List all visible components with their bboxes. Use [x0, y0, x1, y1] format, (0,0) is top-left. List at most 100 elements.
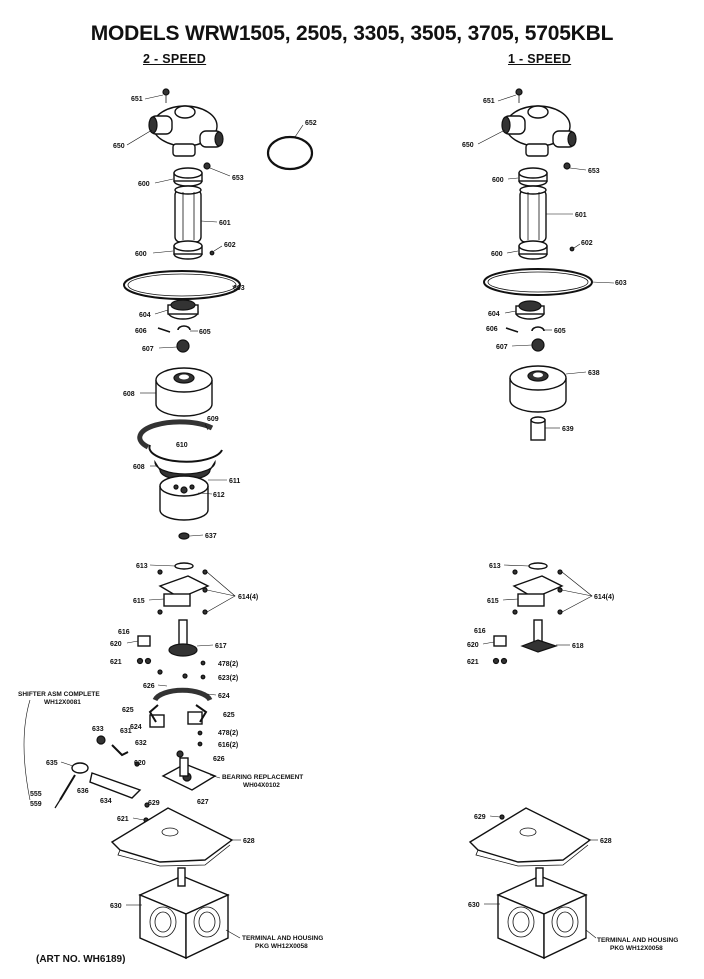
label-653-r: 653	[588, 168, 600, 175]
label-630: 630	[110, 903, 122, 910]
label-601: 601	[219, 220, 231, 227]
label-637: 637	[205, 533, 217, 540]
label-604: 604	[139, 312, 151, 319]
label-618-r: 618	[572, 643, 584, 650]
label-628-r: 628	[600, 838, 612, 845]
part-651-screw-r	[515, 88, 523, 103]
part-651-screw	[162, 88, 170, 103]
part-650-pump-r	[501, 105, 577, 157]
part-608-clutch-drum	[155, 367, 213, 417]
part-621-washer-a	[136, 657, 144, 665]
label-604-r: 604	[488, 311, 500, 318]
label-608-b: 608	[133, 464, 145, 471]
label-639-r: 639	[562, 426, 574, 433]
page-title: MODELS WRW1505, 2505, 3305, 3505, 3705, …	[90, 22, 614, 45]
part-613-615-bracket	[157, 562, 210, 615]
label-631: 631	[120, 728, 132, 735]
note-terminal-left-part: PKG WH12X0058	[255, 943, 308, 950]
part-621-washer-b	[144, 657, 152, 665]
part-478-616-dots	[176, 730, 203, 758]
label-620-r: 620	[467, 642, 479, 649]
part-602-screw-r	[569, 246, 575, 252]
part-601-hose-r	[519, 185, 547, 243]
part-603-belt-r	[483, 268, 593, 296]
label-616: 616	[118, 629, 130, 636]
label-630-r: 630	[468, 902, 480, 909]
label-609: 609	[207, 416, 219, 423]
label-606-r: 606	[486, 326, 498, 333]
note-shifter-part: WH12X0081	[44, 699, 81, 706]
part-627-bearing-housing	[161, 757, 217, 791]
label-614: 614(4)	[238, 594, 258, 601]
part-613-615-bracket-r	[512, 562, 564, 615]
label-621-b: 621	[117, 816, 129, 823]
note-terminal-left-title: TERMINAL AND HOUSING	[242, 935, 323, 942]
label-625-b: 625	[223, 712, 235, 719]
part-601-hose	[174, 185, 202, 243]
label-608: 608	[123, 391, 135, 398]
part-605-retainer-r	[531, 326, 545, 332]
part-639-sleeve-r	[530, 416, 546, 441]
label-607: 607	[142, 346, 154, 353]
left-callouts: 651 650 652 653 600 601 600 602 603 604 …	[18, 94, 323, 950]
label-632: 632	[135, 740, 147, 747]
label-614-r: 614(4)	[594, 594, 614, 601]
part-652-ring	[266, 135, 314, 171]
note-shifter-title: SHIFTER ASM COMPLETE	[18, 691, 100, 698]
part-603-belt	[123, 270, 241, 300]
part-605-retainer	[177, 325, 191, 331]
part-621-washer-b-r	[500, 657, 508, 665]
note-terminal-right-part: PKG WH12X0058	[610, 945, 663, 952]
label-629: 629	[148, 800, 160, 807]
label-600-a-r: 600	[492, 177, 504, 184]
label-615-r: 615	[487, 598, 499, 605]
part-620-block	[137, 635, 151, 647]
label-621-r: 621	[467, 659, 479, 666]
part-620-screw	[134, 761, 140, 767]
label-613: 613	[136, 563, 148, 570]
label-620-b: 620	[134, 760, 146, 767]
label-603: 603	[233, 285, 245, 292]
label-651: 651	[131, 96, 143, 103]
part-617-shaft	[168, 619, 198, 657]
art-number: (ART NO. WH6189)	[36, 954, 126, 965]
label-559: 559	[30, 801, 42, 808]
label-600-a: 600	[138, 181, 150, 188]
label-626-b: 626	[213, 756, 225, 763]
label-478-a: 478(2)	[218, 661, 238, 668]
right-assembly	[468, 88, 593, 960]
part-611-clutch	[159, 475, 209, 521]
label-650: 650	[113, 143, 125, 150]
note-bearing-part: WH04X0102	[243, 782, 280, 789]
column-heading-2-speed: 2 - SPEED	[143, 52, 207, 66]
part-626-screw	[144, 802, 150, 808]
part-600-clamp-lower-r	[518, 240, 548, 260]
part-629-screw-r	[499, 814, 505, 820]
part-653-screw	[203, 162, 211, 170]
part-628-mounting-plate	[110, 807, 234, 867]
right-callouts: 651 650 653 600 601 600 602 603 604 606 …	[462, 94, 678, 952]
label-627: 627	[197, 799, 209, 806]
label-638-r: 638	[588, 370, 600, 377]
part-638-drum-r	[509, 365, 567, 413]
column-heading-1-speed: 1 - SPEED	[508, 52, 572, 66]
label-612: 612	[213, 492, 225, 499]
label-621: 621	[110, 659, 122, 666]
part-600-clamp-upper	[173, 167, 203, 187]
label-605: 605	[199, 329, 211, 336]
label-600-b: 600	[135, 251, 147, 258]
label-626: 626	[143, 683, 155, 690]
part-637-washer	[178, 532, 190, 540]
label-605-r: 605	[554, 328, 566, 335]
label-478-b: 478(2)	[218, 730, 238, 737]
left-assembly	[23, 88, 314, 960]
label-613-r: 613	[489, 563, 501, 570]
label-617: 617	[215, 643, 227, 650]
label-602-r: 602	[581, 240, 593, 247]
label-600-b-r: 600	[491, 251, 503, 258]
part-630-motor	[138, 867, 230, 960]
label-606: 606	[135, 328, 147, 335]
label-652: 652	[305, 120, 317, 127]
